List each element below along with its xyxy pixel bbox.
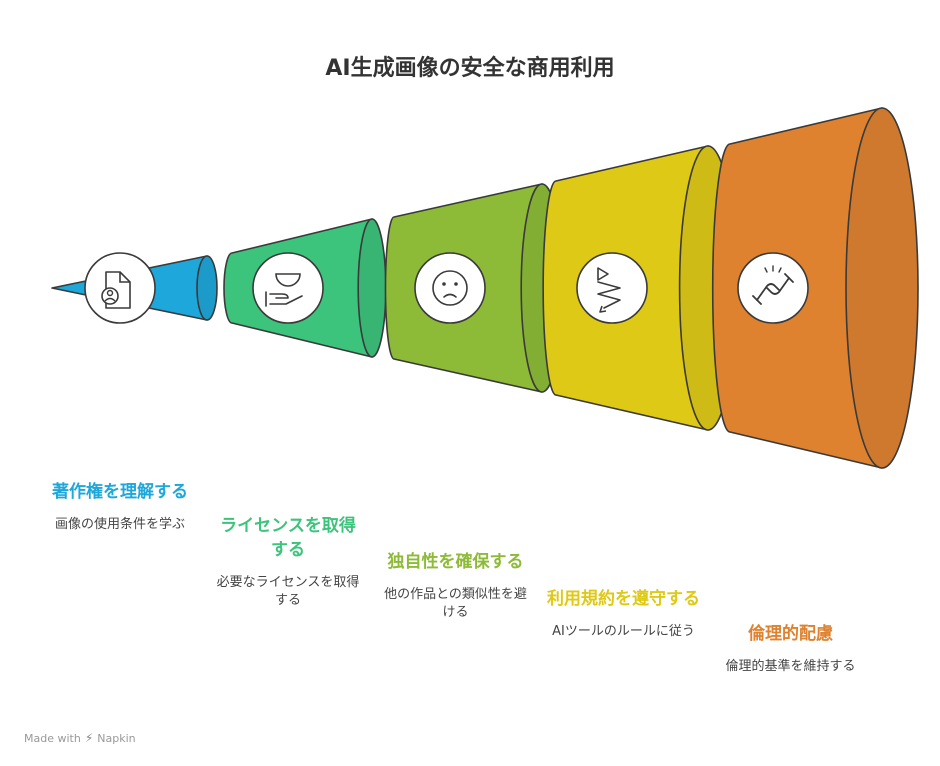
funnel-segment-2: [223, 218, 387, 358]
stage-heading: ライセンスを取得する: [220, 516, 356, 560]
funnel-segment-5: [711, 107, 919, 469]
segment-rim: [357, 218, 387, 358]
stage-label-1: 著作権を理解する 画像の使用条件を学ぶ: [45, 480, 195, 534]
stage-heading: 著作権を理解する: [52, 482, 188, 502]
brand-name: Napkin: [97, 731, 136, 745]
stage-label-3: 独自性を確保する 他の作品との類似性を避ける: [378, 550, 533, 622]
stage-description: 倫理的基準を維持する: [725, 659, 856, 674]
funnel-segment-3: [384, 183, 564, 393]
stage-description: 他の作品との類似性を避ける: [384, 587, 527, 620]
stage-heading: 利用規約を遵守する: [547, 589, 700, 609]
made-with-text: Made with: [24, 731, 81, 745]
napkin-logo-icon: ⚡: [84, 731, 94, 745]
document-person-icon: [84, 252, 156, 324]
segment-rim: [196, 255, 218, 321]
zigzag-arrow-icon: [576, 252, 648, 324]
segment-rim: [845, 107, 919, 469]
handshake-icon: [737, 252, 809, 324]
stage-label-2: ライセンスを取得する 必要なライセンスを取得する: [212, 514, 364, 610]
hand-bowl-icon: [252, 252, 324, 324]
stage-description: 画像の使用条件を学ぶ: [54, 517, 185, 532]
page-title: AI生成画像の安全な商用利用: [325, 56, 615, 81]
stage-description: AIツールのルールに従う: [552, 624, 695, 639]
funnel-segment-4: [542, 145, 738, 431]
stage-label-5: 倫理的配慮 倫理的基準を維持する: [718, 622, 863, 676]
footer-credit: Made with ⚡ Napkin: [24, 731, 136, 745]
funnel-segment-1: [51, 252, 218, 324]
stage-description: 必要なライセンスを取得する: [216, 575, 360, 608]
stage-label-4: 利用規約を遵守する AIツールのルールに従う: [546, 587, 701, 641]
stage-heading: 倫理的配慮: [748, 624, 833, 644]
stage-heading: 独自性を確保する: [387, 552, 524, 572]
frown-face-icon: [414, 252, 486, 324]
